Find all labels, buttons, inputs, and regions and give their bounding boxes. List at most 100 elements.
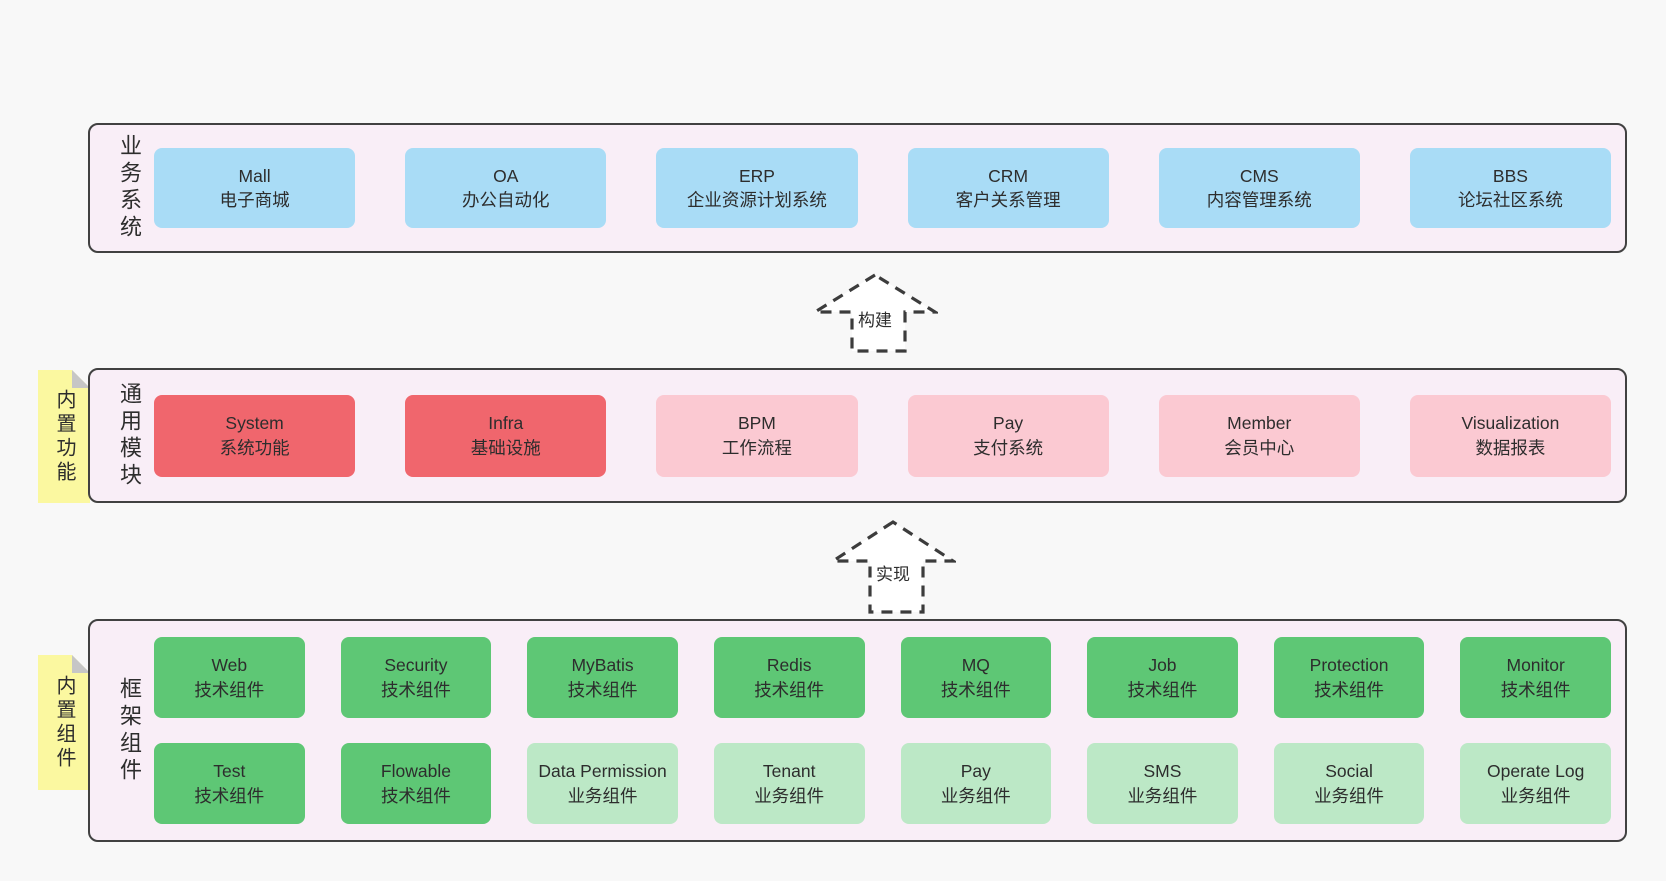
- box-subtitle: 电子商城: [219, 190, 290, 210]
- box-pay-component: Pay 业务组件: [900, 743, 1052, 824]
- band-framework-content: Web 技术组件 Security 技术组件 MyBatis 技术组件 Redi…: [140, 637, 1625, 824]
- framework-row-1: Web 技术组件 Security 技术组件 MyBatis 技术组件 Redi…: [154, 637, 1611, 718]
- box-title: Data Permission: [538, 761, 667, 782]
- box-title: OA: [493, 165, 519, 186]
- box-title: Pay: [960, 761, 991, 782]
- box-system: System 系统功能: [154, 394, 356, 477]
- box-protection: Protection 技术组件: [1273, 637, 1425, 718]
- box-title: Redis: [766, 655, 812, 676]
- band-business-content: Mall 电子商城 OA 办公自动化 ERP 企业资源计划系统 CRM 客户关系…: [140, 148, 1625, 228]
- box-subtitle: 业务组件: [1500, 785, 1571, 806]
- box-subtitle: 工作流程: [721, 437, 792, 458]
- sticky-note-label: 内置功能: [53, 388, 75, 485]
- box-subtitle: 技术组件: [194, 679, 265, 700]
- box-web: Web 技术组件: [154, 637, 305, 718]
- box-security: Security 技术组件: [340, 637, 492, 718]
- box-oa: OA 办公自动化: [405, 148, 607, 228]
- box-subtitle: 技术组件: [380, 679, 451, 700]
- box-crm: CRM 客户关系管理: [907, 148, 1109, 228]
- box-subtitle: 技术组件: [1127, 679, 1198, 700]
- band-business-label: 业务系统: [117, 134, 142, 242]
- box-job: Job 技术组件: [1087, 637, 1238, 718]
- box-title: Security: [384, 655, 448, 676]
- box-social: Social 业务组件: [1273, 743, 1425, 824]
- box-visualization: Visualization 数据报表: [1409, 394, 1612, 477]
- box-infra: Infra 基础设施: [405, 394, 607, 477]
- box-cms: CMS 内容管理系统: [1158, 148, 1360, 228]
- box-title: Mall: [238, 165, 271, 186]
- sticky-note-builtin-features: 内置功能: [38, 370, 90, 503]
- band-framework-components: 框架组件 Web 技术组件 Security 技术组件 MyBatis 技术组件…: [88, 619, 1627, 842]
- box-subtitle: 技术组件: [1314, 679, 1385, 700]
- box-bbs: BBS 论坛社区系统: [1409, 148, 1612, 228]
- box-mybatis: MyBatis 技术组件: [527, 637, 678, 718]
- box-subtitle: 论坛社区系统: [1457, 190, 1563, 210]
- box-mq: MQ 技术组件: [900, 637, 1052, 718]
- band-common-content: System 系统功能 Infra 基础设施 BPM 工作流程 Pay 支付系统…: [140, 394, 1625, 477]
- box-subtitle: 内容管理系统: [1206, 190, 1312, 210]
- box-data-permission: Data Permission 业务组件: [527, 743, 678, 824]
- band-business-systems: 业务系统 Mall 电子商城 OA 办公自动化 ERP 企业资源计划系统 CRM…: [88, 123, 1627, 253]
- box-subtitle: 技术组件: [380, 785, 451, 806]
- box-title: MQ: [961, 655, 990, 676]
- box-subtitle: 会员中心: [1224, 437, 1295, 458]
- box-title: BBS: [1492, 165, 1528, 186]
- box-subtitle: 客户关系管理: [955, 190, 1061, 210]
- box-subtitle: 业务组件: [1127, 785, 1198, 806]
- box-title: Infra: [488, 413, 524, 434]
- box-title: Job: [1148, 655, 1177, 676]
- implement-arrow: 实现: [830, 519, 956, 615]
- box-title: Visualization: [1461, 413, 1560, 434]
- box-title: MyBatis: [571, 655, 634, 676]
- box-title: Member: [1227, 413, 1292, 434]
- box-subtitle: 支付系统: [973, 437, 1044, 458]
- implement-arrow-label: 实现: [872, 559, 914, 586]
- box-subtitle: 技术组件: [567, 679, 638, 700]
- box-subtitle: 数据报表: [1475, 437, 1546, 458]
- build-arrow: 构建: [812, 272, 938, 354]
- sticky-note-label: 内置组件: [53, 674, 75, 771]
- box-subtitle: 技术组件: [754, 679, 825, 700]
- box-title: Pay: [993, 413, 1024, 434]
- box-subtitle: 办公自动化: [462, 190, 550, 210]
- box-flowable: Flowable 技术组件: [340, 743, 492, 824]
- box-erp: ERP 企业资源计划系统: [656, 148, 858, 228]
- band-common-modules: 通用模块 System 系统功能 Infra 基础设施 BPM 工作流程 Pay…: [88, 368, 1627, 503]
- box-title: CRM: [988, 165, 1029, 186]
- box-subtitle: 技术组件: [1500, 679, 1571, 700]
- band-common-label: 通用模块: [117, 381, 142, 490]
- box-title: Flowable: [380, 761, 451, 782]
- box-subtitle: 业务组件: [754, 785, 825, 806]
- box-title: ERP: [738, 165, 775, 186]
- band-framework-label: 框架组件: [117, 676, 142, 785]
- box-redis: Redis 技术组件: [713, 637, 865, 718]
- box-title: Web: [211, 655, 248, 676]
- box-subtitle: 系统功能: [219, 437, 290, 458]
- box-subtitle: 业务组件: [940, 785, 1011, 806]
- box-operate-log: Operate Log 业务组件: [1460, 743, 1611, 824]
- build-arrow-label: 构建: [854, 305, 896, 332]
- box-subtitle: 基础设施: [470, 437, 541, 458]
- box-title: BPM: [737, 413, 776, 434]
- box-subtitle: 企业资源计划系统: [686, 190, 827, 210]
- box-test: Test 技术组件: [154, 743, 305, 824]
- box-title: SMS: [1143, 761, 1182, 782]
- box-title: Social: [1325, 761, 1373, 782]
- box-mall: Mall 电子商城: [154, 148, 356, 228]
- box-title: CMS: [1239, 165, 1279, 186]
- box-title: Protection: [1309, 655, 1389, 676]
- box-subtitle: 业务组件: [567, 785, 638, 806]
- box-title: System: [225, 413, 284, 434]
- box-monitor: Monitor 技术组件: [1460, 637, 1611, 718]
- box-bpm: BPM 工作流程: [656, 394, 858, 477]
- box-subtitle: 技术组件: [194, 785, 265, 806]
- box-tenant: Tenant 业务组件: [713, 743, 865, 824]
- box-title: Tenant: [762, 761, 816, 782]
- box-title: Test: [213, 761, 246, 782]
- sticky-note-builtin-components: 内置组件: [38, 655, 90, 790]
- framework-row-2: Test 技术组件 Flowable 技术组件 Data Permission …: [154, 743, 1611, 824]
- box-title: Operate Log: [1487, 761, 1585, 782]
- box-subtitle: 业务组件: [1314, 785, 1385, 806]
- box-sms: SMS 业务组件: [1087, 743, 1238, 824]
